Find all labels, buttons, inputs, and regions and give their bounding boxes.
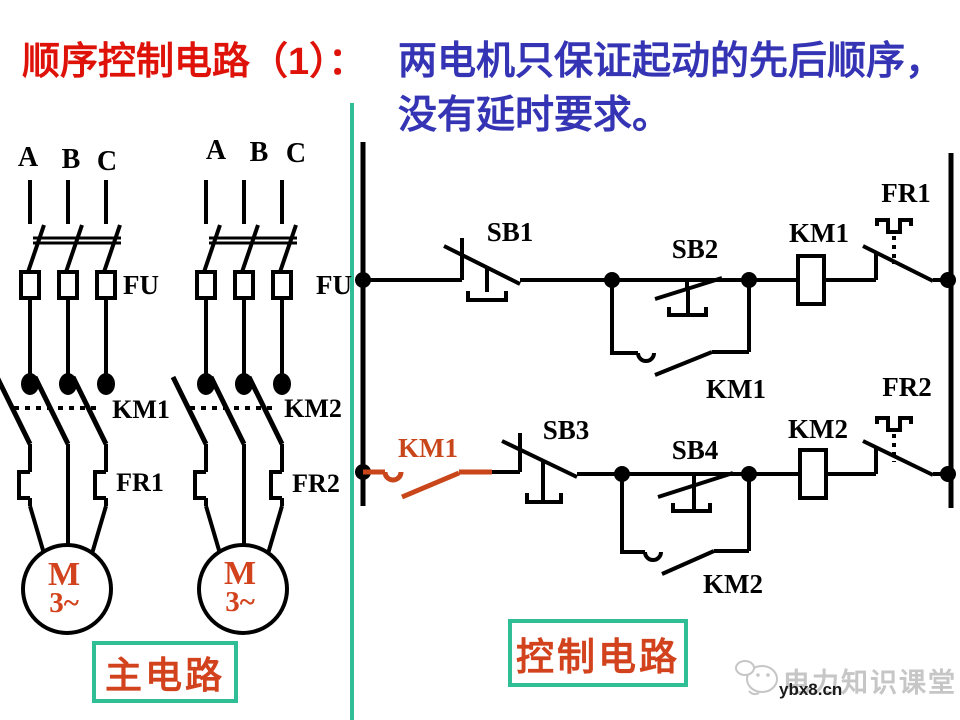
rung2-km2-seal-label: KM2 (703, 569, 763, 599)
feeder2-fuse-label: FU (316, 270, 352, 300)
title-description-line1: 两电机只保证起动的先后顺序， (398, 40, 945, 83)
rung2-km2-seal-contact (620, 474, 751, 576)
motor1-symbol (21, 543, 113, 635)
feeder2-contactor-label: KM2 (284, 394, 342, 423)
motor2-symbol (197, 543, 289, 635)
rung1-sb1-label: SB1 (486, 217, 534, 247)
feeder1-phase-c-label: C (96, 146, 118, 177)
control-right-bus (940, 153, 956, 508)
control-circuit-caption: 控制电路 (515, 636, 680, 679)
motor1-letter: M (47, 556, 81, 593)
feeder2-phase-b-label: B (249, 137, 269, 168)
feeder1-fuse-label: FU (123, 270, 159, 300)
feeder2-knife-switch (202, 224, 298, 273)
rung2-km1-sequence-contact (363, 469, 492, 500)
rung2-km2-coil (749, 448, 876, 500)
page-title: 顺序控制电路（1）： (22, 41, 367, 83)
watermark-site: ybx8.cn (779, 680, 843, 699)
rung1-km1-seal-label: KM1 (706, 374, 766, 404)
feeder2-phase-a-label: A (205, 135, 227, 166)
rung2-sb4-no-button (614, 466, 757, 513)
feeder1-phase-b-label: B (61, 144, 81, 175)
rung1-sb2-no-button (604, 272, 757, 317)
feeder2-fr2-heaters (193, 444, 284, 558)
feeder2-supply-lines (204, 180, 284, 224)
rung2-fr2-nc-contact (862, 416, 951, 477)
rung2-sb3-label: SB3 (542, 415, 590, 445)
rung1-fr1-label: FR1 (881, 178, 931, 208)
motor2-letter: M (223, 555, 257, 592)
watermark-brand: 电力知识课堂 (783, 668, 957, 698)
feeder1-overload-label: FR1 (116, 468, 164, 497)
rung1-km1-coil-label: KM1 (789, 218, 849, 248)
rung1-km1-coil (749, 254, 876, 306)
feeder1-fuses (19, 270, 117, 374)
main-circuit-caption: 主电路 (105, 655, 225, 696)
feeder2-km2-main-contacts (170, 373, 291, 446)
rung2-sb4-label: SB4 (671, 435, 719, 465)
title-description-line2: 没有延时要求。 (398, 94, 672, 137)
rung1-km1-seal-contact (610, 280, 751, 377)
control-circuit-caption-box: 控制电路 (508, 619, 688, 687)
motor1-phase-text: 3~ (49, 587, 79, 619)
feeder2-phase-c-label: C (285, 138, 307, 169)
section-divider (350, 103, 354, 720)
feeder1-knife-switch (26, 224, 122, 273)
feeder2-overload-label: FR2 (292, 469, 340, 498)
motor2-phase-text: 3~ (225, 586, 255, 618)
rung2-km1-sequence-label: KM1 (398, 433, 458, 463)
rung1-sb1-nc-button (363, 238, 612, 302)
rung2-km2-coil-label: KM2 (788, 414, 848, 444)
feeder1-fr1-heaters (17, 444, 108, 558)
feeder2-fuses (195, 270, 293, 374)
watermark-logo-icon (735, 660, 778, 696)
feeder1-contactor-label: KM1 (112, 395, 170, 424)
feeder1-supply-lines (28, 180, 108, 224)
rung1-sb2-label: SB2 (671, 234, 719, 264)
feeder1-km1-main-contacts (0, 373, 115, 446)
main-circuit-caption-box: 主电路 (92, 641, 238, 703)
rung1-fr1-nc-contact (862, 218, 951, 283)
feeder1-phase-a-label: A (17, 142, 39, 173)
rung2-fr2-label: FR2 (882, 372, 932, 402)
control-left-bus (355, 142, 371, 506)
